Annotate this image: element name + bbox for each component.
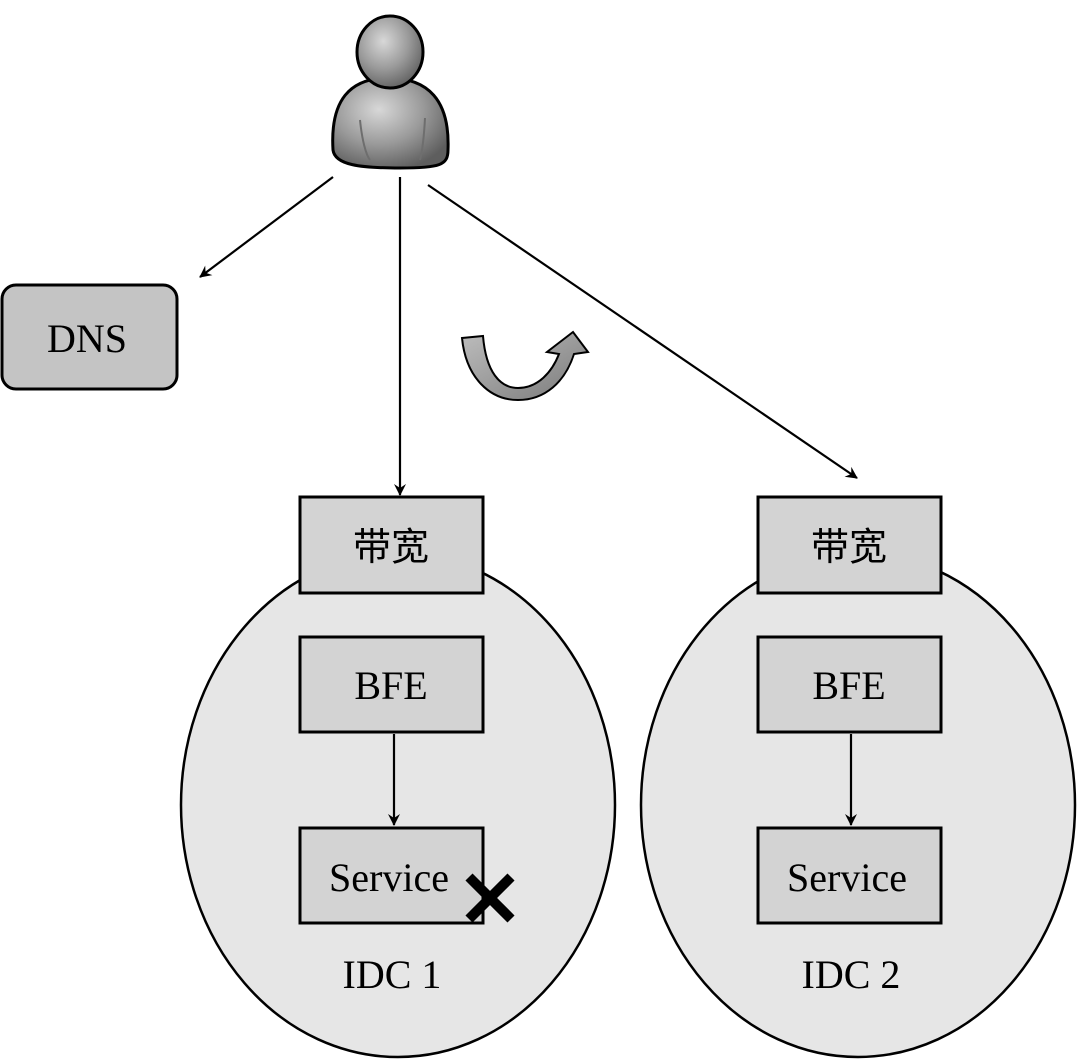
arrow-user-to-idc-2 [427,184,858,479]
idc-1-bandwidth-label: 带宽 [353,525,429,569]
idc-2-bfe-box: BFE [756,635,943,734]
curved-arrow-icon [460,330,590,402]
idc-1-label: IDC 1 [343,952,442,997]
idc-2-label: IDC 2 [802,952,901,997]
idc-1-service-box: Service [298,826,485,925]
idc-2-service-box: Service [756,826,943,925]
cross-icon [465,873,515,923]
idc-1-bfe-label: BFE [354,663,427,708]
idc-2-bandwidth-box: 带宽 [756,495,943,595]
idc-2-bfe-label: BFE [812,663,885,708]
user-icon [331,14,450,170]
idc-1-bfe-box: BFE [298,635,485,734]
arrow-user-to-dns [199,176,334,278]
idc-1-bandwidth-box: 带宽 [298,495,485,595]
idc-1-service-label: Service [329,855,449,900]
dns-label: DNS [47,316,127,361]
idc-2-service-label: Service [787,855,907,900]
idc-2-bandwidth-label: 带宽 [811,525,887,569]
dns-box: DNS [0,283,179,391]
